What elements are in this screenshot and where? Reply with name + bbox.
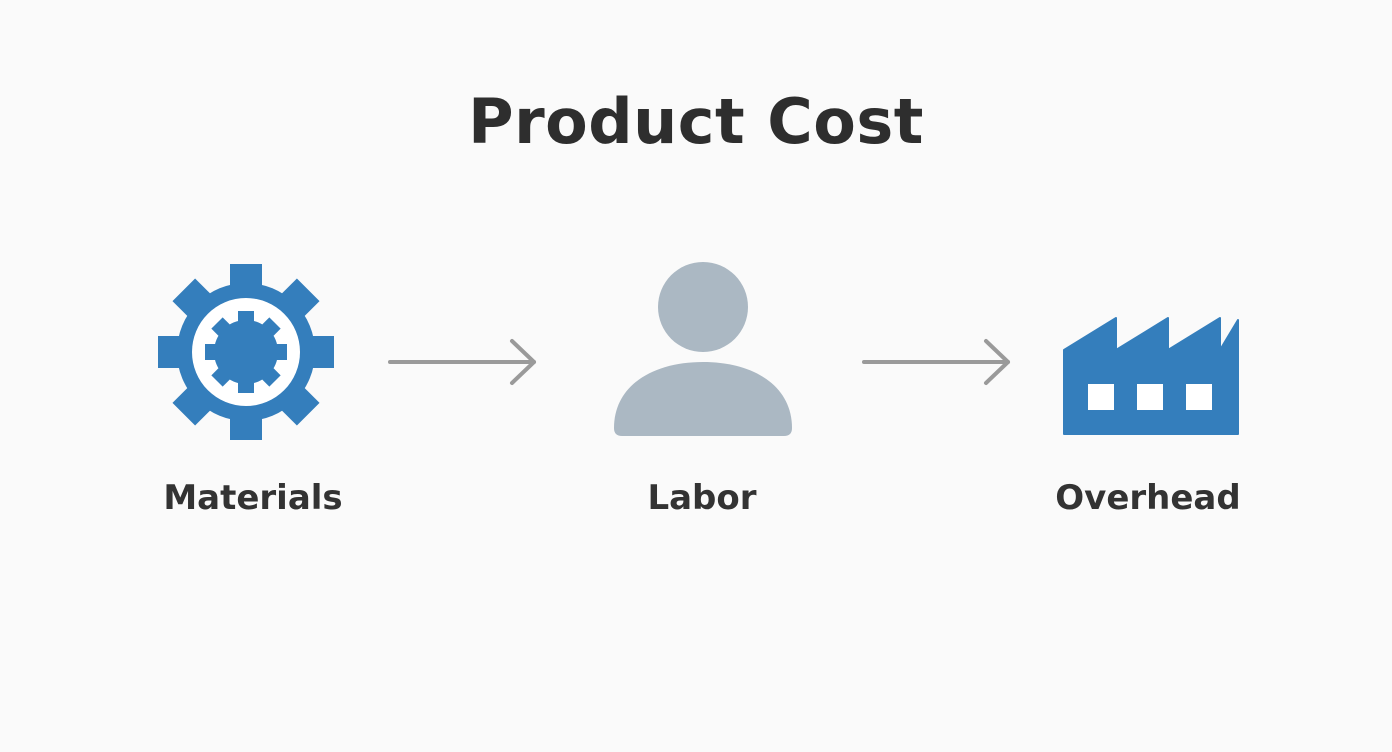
gear-icon — [158, 264, 334, 440]
arrow-materials-to-labor — [388, 339, 536, 385]
diagram-title: Product Cost — [468, 85, 924, 158]
factory-icon — [1063, 317, 1239, 435]
node-label-materials: Materials — [163, 478, 343, 518]
node-label-overhead: Overhead — [1055, 478, 1241, 518]
node-label-labor: Labor — [647, 478, 757, 518]
person-icon — [614, 262, 792, 436]
arrow-labor-to-overhead — [862, 339, 1010, 385]
